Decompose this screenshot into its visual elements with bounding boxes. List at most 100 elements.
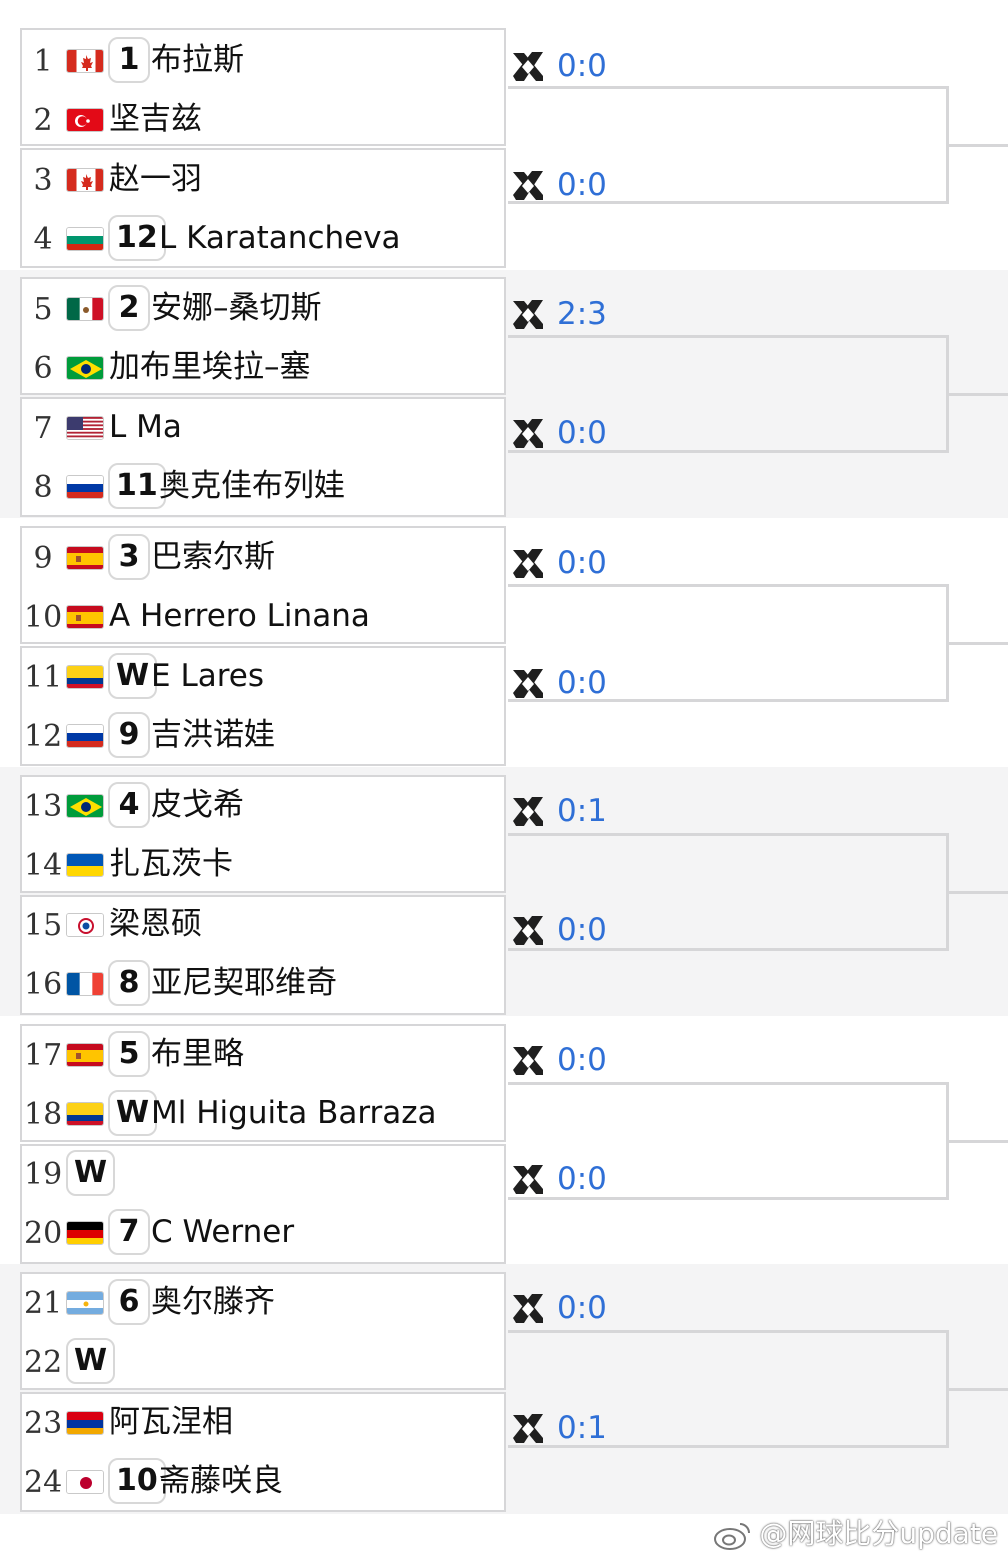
- player-row[interactable]: 6 加布里埃拉–塞: [20, 339, 506, 397]
- x-crossed-rackets-icon: [510, 1290, 546, 1326]
- draw-position: 19: [24, 1157, 63, 1192]
- draw-position: 22: [24, 1345, 63, 1380]
- bracket-connector-out: [949, 1388, 1008, 1391]
- player-name[interactable]: 布里略: [151, 1036, 244, 1072]
- draw-position: 13: [24, 789, 63, 824]
- score-text: 0:0: [557, 1290, 607, 1326]
- player-row[interactable]: 14 扎瓦茨卡: [20, 836, 506, 894]
- score-text: 0:0: [557, 665, 607, 701]
- germany-flag-icon: [66, 1221, 104, 1245]
- player-row[interactable]: 7 L Ma: [20, 399, 506, 457]
- draw-position: 6: [33, 351, 53, 386]
- draw-position: 23: [24, 1406, 63, 1441]
- score-text: 0:0: [557, 167, 607, 203]
- france-flag-icon: [66, 972, 104, 996]
- bracket-connector: [508, 833, 949, 951]
- bracket-connector-out: [949, 1140, 1008, 1143]
- player-name[interactable]: 赵一羽: [109, 161, 202, 197]
- draw-position: 14: [24, 848, 63, 883]
- draw-position: 20: [24, 1216, 63, 1251]
- player-name[interactable]: 阿瓦涅相: [109, 1404, 233, 1440]
- seed-badge: 5: [108, 1031, 150, 1077]
- score-text: 0:0: [557, 912, 607, 948]
- turkey-flag-icon: [66, 108, 104, 132]
- player-name[interactable]: 加布里埃拉–塞: [109, 349, 311, 385]
- player-name[interactable]: 巴索尔斯: [151, 539, 275, 575]
- seed-badge: 6: [108, 1279, 150, 1325]
- x-crossed-rackets-icon: [510, 1410, 546, 1446]
- player-name[interactable]: 坚吉兹: [109, 101, 202, 137]
- player-name[interactable]: 安娜–桑切斯: [151, 290, 322, 326]
- draw-position: 7: [33, 411, 53, 446]
- watermark: @网球比分update: [713, 1512, 998, 1552]
- wildcard-badge: W: [108, 653, 158, 699]
- x-crossed-rackets-icon: [510, 912, 546, 948]
- seed-badge: 1: [108, 37, 150, 83]
- player-name[interactable]: 斋藤咲良: [159, 1463, 283, 1499]
- seed-badge: 3: [108, 534, 150, 580]
- weibo-icon: [714, 1523, 751, 1550]
- player-name[interactable]: 奥克佳布列娃: [159, 468, 345, 504]
- score-text: 0:0: [557, 415, 607, 451]
- player-name[interactable]: 吉洪诺娃: [151, 717, 275, 753]
- bulgaria-flag-icon: [66, 227, 104, 251]
- player-name[interactable]: 亚尼契耶维奇: [151, 965, 337, 1001]
- player-name[interactable]: 梁恩硕: [109, 906, 202, 942]
- player-name[interactable]: L Ma: [109, 409, 182, 445]
- player-name[interactable]: 扎瓦茨卡: [109, 846, 233, 882]
- player-name[interactable]: C Werner: [151, 1214, 295, 1250]
- bracket-connector: [508, 1082, 949, 1200]
- player-name[interactable]: L Karatancheva: [159, 220, 401, 256]
- colombia-flag-icon: [66, 665, 104, 689]
- x-crossed-rackets-icon: [510, 1042, 546, 1078]
- bracket-connector: [508, 1330, 949, 1448]
- spain-flag-icon: [66, 605, 104, 629]
- first-round-match[interactable]: [20, 277, 506, 395]
- bracket-connector-out: [949, 891, 1008, 894]
- draw-position: 15: [24, 908, 63, 943]
- ukraine-flag-icon: [66, 853, 104, 877]
- russia-flag-icon: [66, 475, 104, 499]
- player-name[interactable]: E Lares: [151, 658, 264, 694]
- draw-position: 9: [33, 541, 53, 576]
- draw-position: 11: [24, 660, 63, 695]
- x-crossed-rackets-icon: [510, 793, 546, 829]
- score-text: 0:0: [557, 48, 607, 84]
- draw-position: 24: [24, 1465, 63, 1500]
- player-name[interactable]: 皮戈希: [151, 787, 244, 823]
- player-name[interactable]: A Herrero Linana: [109, 598, 370, 634]
- seed-badge: 4: [108, 782, 150, 828]
- player-row[interactable]: 15 梁恩硕: [20, 896, 506, 954]
- watermark-text: @网球比分update: [759, 1517, 998, 1550]
- player-name[interactable]: Ml Higuita Barraza: [151, 1095, 437, 1131]
- draw-position: 8: [33, 470, 53, 505]
- player-name[interactable]: 奥尔滕齐: [151, 1284, 275, 1320]
- player-row[interactable]: 23 阿瓦涅相: [20, 1394, 506, 1452]
- draw-position: 18: [24, 1097, 63, 1132]
- wildcard-badge: W: [66, 1338, 116, 1384]
- mexico-flag-icon: [66, 297, 104, 321]
- seed-badge: 7: [108, 1209, 150, 1255]
- armenia-flag-icon: [66, 1411, 104, 1435]
- draw-position: 5: [33, 292, 53, 327]
- player-name[interactable]: 布拉斯: [151, 42, 244, 78]
